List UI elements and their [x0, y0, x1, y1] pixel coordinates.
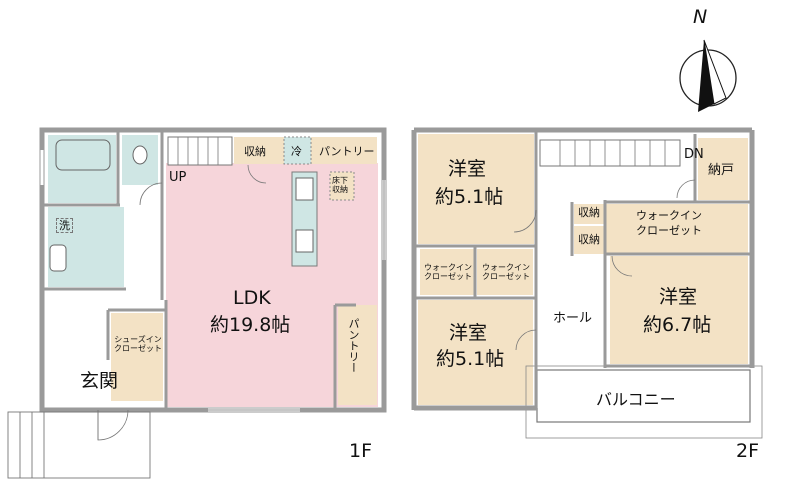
compass-icon	[679, 39, 737, 112]
room-e-size: 約6.7帖	[643, 314, 712, 336]
shoes-closet-label: シューズイン クローゼット	[114, 335, 162, 354]
up-label: UP	[169, 170, 187, 185]
bathtub	[55, 139, 111, 171]
floor2-label: 2F	[736, 440, 760, 462]
storage-2-label: 収納	[578, 233, 600, 246]
walkin-a-label: ウォークイン クローゼット	[424, 263, 472, 282]
room-sw-name: 洋室	[449, 322, 488, 344]
nando-label: 納戸	[708, 163, 735, 178]
fridge-area	[283, 136, 312, 165]
room-sw-size: 約5.1帖	[436, 348, 505, 370]
stair-area-2f	[539, 139, 681, 167]
room-nw-area	[418, 134, 534, 244]
underfloor-storage-area	[329, 171, 355, 201]
floor1-plan	[7, 127, 387, 479]
room-nw-size: 約5.1帖	[435, 186, 504, 208]
room-sw-area	[418, 300, 533, 405]
hall-label: ホール	[553, 311, 593, 326]
toilet-bowl	[132, 145, 148, 165]
washbasin	[49, 244, 67, 272]
pantry-top-label: パントリー	[319, 145, 375, 158]
walkin-b-area	[477, 249, 533, 295]
nando-area	[698, 138, 748, 200]
underfloor-storage-label: 床下 収納	[332, 176, 348, 195]
shoes-closet-area	[111, 313, 163, 401]
balcony-area	[536, 369, 751, 423]
storage-label-1f: 収納	[244, 145, 266, 158]
fridge-label: 冷	[291, 145, 302, 158]
ldk-name: LDK	[233, 287, 271, 309]
room-e-name: 洋室	[659, 286, 698, 308]
room-nw-name: 洋室	[448, 158, 487, 180]
storage-2-area	[574, 226, 606, 254]
compass-north-label: N	[693, 6, 708, 28]
walkin-a-area	[420, 249, 474, 295]
kitchen-sink	[295, 229, 314, 253]
walkin-large-area	[605, 204, 748, 254]
pantry-side-area	[338, 305, 377, 405]
floor2-plan	[411, 127, 763, 439]
storage-1-label: 収納	[578, 206, 600, 219]
entrance-label: 玄関	[80, 370, 119, 392]
pantry-side-label: パントリー	[347, 318, 360, 373]
storage-1-area	[574, 204, 606, 224]
room-e-area	[610, 256, 748, 364]
stair-area-1f	[167, 136, 233, 166]
walkin-b-label: ウォークイン クローゼット	[482, 263, 530, 282]
washer-label: 洗	[56, 218, 73, 233]
ldk-size: 約19.8帖	[210, 314, 291, 336]
kitchen-hob	[295, 177, 314, 201]
down-label: DN	[684, 147, 704, 162]
floor1-label: 1F	[349, 440, 373, 462]
balcony-label: バルコニー	[596, 390, 676, 409]
walkin-large-label: ウォークイン クローゼット	[636, 209, 702, 237]
